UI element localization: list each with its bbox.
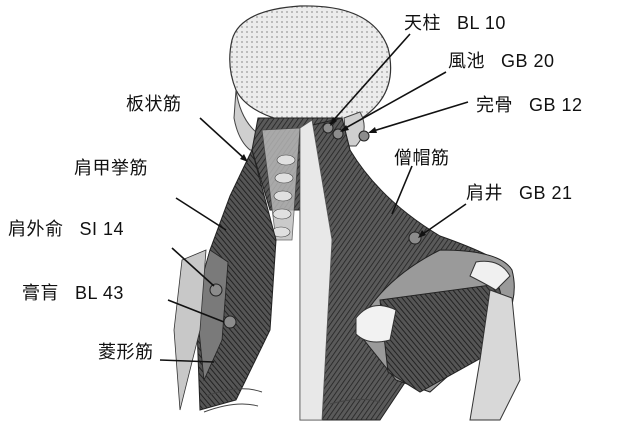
label-tenchu: 天柱 BL 10 bbox=[404, 14, 506, 33]
point-kensei bbox=[409, 232, 421, 244]
point-kengaiyu bbox=[210, 284, 222, 296]
leader-kensei bbox=[420, 204, 466, 236]
label-kengaiyu-name: 肩外俞 bbox=[8, 219, 64, 240]
label-levator-name: 肩甲挙筋 bbox=[74, 158, 148, 179]
label-koukou-name: 膏肓 bbox=[22, 283, 59, 304]
leader-levator bbox=[176, 198, 226, 230]
label-trapezius: 僧帽筋 bbox=[394, 150, 450, 168]
label-kankotsu-code: GB 12 bbox=[529, 95, 583, 115]
left-back-muscles bbox=[174, 150, 276, 410]
label-kankotsu: 完骨 GB 12 bbox=[476, 96, 583, 115]
label-kensei-code: GB 21 bbox=[519, 183, 573, 203]
label-splenius-name: 板状筋 bbox=[126, 94, 182, 115]
label-kensei-name: 肩井 bbox=[466, 183, 503, 204]
arrowhead-kankotsu bbox=[368, 127, 377, 133]
label-levator: 肩甲挙筋 bbox=[74, 160, 148, 178]
label-fuuchi-code: GB 20 bbox=[501, 51, 555, 71]
label-fuuchi: 風池 GB 20 bbox=[448, 52, 555, 71]
label-trapezius-name: 僧帽筋 bbox=[394, 148, 450, 169]
point-koukou bbox=[224, 316, 236, 328]
label-kankotsu-name: 完骨 bbox=[476, 95, 513, 116]
label-rhomboid-name: 菱形筋 bbox=[98, 342, 154, 363]
label-koukou: 膏肓 BL 43 bbox=[22, 284, 124, 303]
leader-trapezius bbox=[392, 166, 412, 214]
label-tenchu-code: BL 10 bbox=[457, 13, 506, 33]
label-kengaiyu: 肩外俞 SI 14 bbox=[8, 220, 124, 239]
label-koukou-code: BL 43 bbox=[75, 283, 124, 303]
label-fuuchi-name: 風池 bbox=[448, 51, 485, 72]
label-kengaiyu-code: SI 14 bbox=[80, 219, 125, 239]
label-rhomboid: 菱形筋 bbox=[98, 344, 154, 362]
label-splenius: 板状筋 bbox=[126, 96, 182, 114]
label-kensei: 肩井 GB 21 bbox=[466, 184, 573, 203]
label-tenchu-name: 天柱 bbox=[404, 13, 441, 34]
point-kankotsu bbox=[359, 131, 369, 141]
